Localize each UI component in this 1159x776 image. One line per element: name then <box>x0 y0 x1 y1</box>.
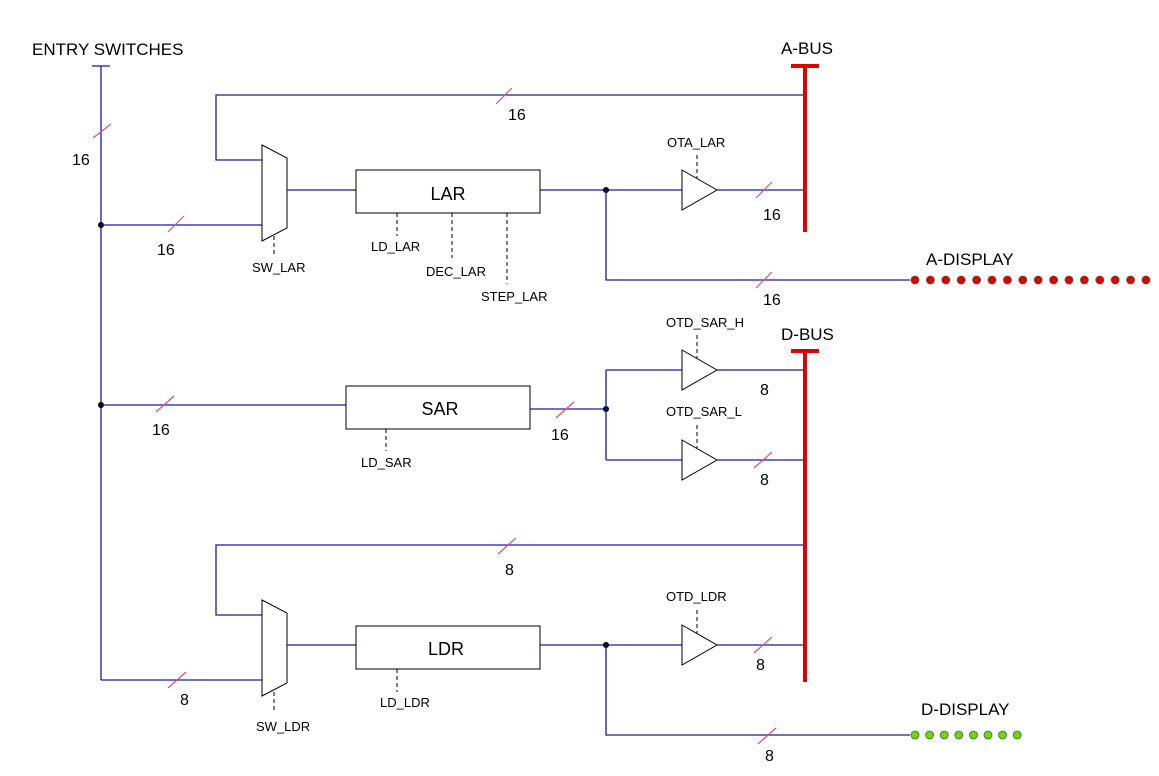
led-indicator <box>1049 275 1058 285</box>
width-slash <box>92 123 112 139</box>
width-label-trunk: 16 <box>72 152 90 169</box>
ld-ldr-label: LD_LDR <box>380 695 430 710</box>
d-bus-label: D-BUS <box>781 325 834 344</box>
ldr-register <box>355 625 541 670</box>
ld-sar-label: LD_SAR <box>361 455 412 470</box>
led-indicator <box>987 275 997 285</box>
lar-register <box>355 169 541 214</box>
lar-feedback-wire <box>215 94 803 161</box>
width-label-sar-in: 16 <box>152 422 170 439</box>
led-indicator <box>925 730 934 740</box>
led-indicator <box>910 730 920 740</box>
sar-register-label: SAR <box>421 399 458 419</box>
sar-register <box>345 385 531 430</box>
width-label-otd-sar-l: 8 <box>760 472 769 489</box>
width-slash <box>753 451 773 469</box>
otd-sar-l-label: OTD_SAR_L <box>666 404 742 419</box>
lar-register-label: LAR <box>430 184 465 204</box>
ldr-register-label: LDR <box>428 639 464 659</box>
a-display-label: A-DISPLAY <box>926 250 1014 269</box>
led-indicator <box>969 730 978 740</box>
width-label-lar-feedback: 16 <box>508 107 526 124</box>
led-indicator <box>1012 730 1022 740</box>
width-label-ldr-feedback: 8 <box>505 562 514 579</box>
a-bus-label: A-BUS <box>781 39 833 58</box>
led-indicator <box>1033 275 1043 285</box>
led-indicator <box>954 730 964 740</box>
width-slash <box>167 671 187 689</box>
sw-ldr-label: SW_LDR <box>256 719 310 734</box>
width-slash <box>167 215 185 233</box>
sw-ldr-mux <box>261 599 288 697</box>
dec-lar-label: DEC_LAR <box>426 264 486 279</box>
d-display-label: D-DISPLAY <box>921 700 1010 719</box>
led-indicator <box>1080 275 1089 285</box>
width-slash <box>555 401 575 419</box>
d-display-leds <box>910 730 1022 740</box>
led-indicator <box>1141 275 1151 285</box>
width-slash <box>753 636 773 654</box>
sw-lar-label: SW_LAR <box>252 260 305 275</box>
led-indicator <box>941 275 951 285</box>
led-indicator <box>1064 275 1074 285</box>
led-indicator <box>1095 275 1105 285</box>
entry-switches-label: ENTRY SWITCHES <box>32 40 183 59</box>
otd-sar-l-buffer <box>681 439 719 481</box>
led-indicator <box>998 730 1007 740</box>
a-display-wire <box>605 190 910 281</box>
led-indicator <box>972 275 981 285</box>
width-label-otd-sar-h: 8 <box>760 382 769 399</box>
width-slash <box>755 271 773 289</box>
width-label-d-display: 8 <box>765 748 774 765</box>
d-display-wire <box>605 645 910 736</box>
sw-lar-mux <box>261 144 288 242</box>
ldr-feedback-wire <box>215 544 803 616</box>
width-label-a-display: 16 <box>763 292 781 309</box>
otd-sar-h-buffer <box>681 349 719 391</box>
led-indicator <box>956 275 966 285</box>
otd-ldr-buffer <box>681 624 719 666</box>
width-slash <box>495 87 513 105</box>
led-indicator <box>926 275 935 285</box>
led-indicator <box>910 275 920 285</box>
width-label-sar-out: 16 <box>551 427 569 444</box>
otd-sar-h-label: OTD_SAR_H <box>666 315 744 330</box>
led-indicator <box>983 730 993 740</box>
led-indicator <box>1110 275 1120 285</box>
width-label-ota-lar: 16 <box>763 207 781 224</box>
led-indicator <box>1018 275 1028 285</box>
a-display-leds <box>910 275 1151 285</box>
step-lar-label: STEP_LAR <box>481 289 547 304</box>
led-indicator <box>1003 275 1012 285</box>
width-slash <box>757 727 777 745</box>
ota-lar-label: OTA_LAR <box>667 135 725 150</box>
width-slash <box>155 395 175 413</box>
width-label-lar-mux-in: 16 <box>157 242 175 259</box>
width-slash <box>497 537 517 555</box>
led-indicator <box>1126 275 1135 285</box>
width-label-otd-ldr: 8 <box>756 657 765 674</box>
ld-lar-label: LD_LAR <box>371 239 420 254</box>
otd-ldr-label: OTD_LDR <box>666 589 727 604</box>
led-indicator <box>939 730 949 740</box>
width-slash <box>755 181 773 199</box>
width-label-ldr-mux-in: 8 <box>180 692 189 709</box>
ota-lar-buffer <box>681 169 719 211</box>
